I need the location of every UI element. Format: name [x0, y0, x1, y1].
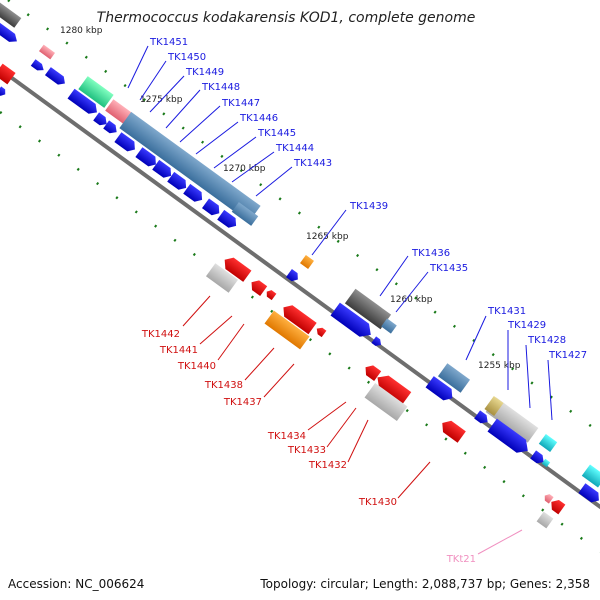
- gene-blue-9: [152, 159, 172, 178]
- gene-blue-10: [167, 171, 187, 190]
- gene-blue-18: [474, 410, 488, 424]
- gene-label-tk1440[interactable]: TK1440: [177, 361, 216, 372]
- gene-blue-20: [530, 450, 544, 464]
- gene-dark-gray-1: [0, 0, 22, 28]
- gene-red-2: [224, 257, 252, 282]
- gene-orange-small: [300, 255, 314, 269]
- gene-label-tk1428[interactable]: TK1428: [527, 335, 566, 346]
- gene-red-1: [0, 63, 16, 85]
- forward-gene-labels: TK1451 TK1450 TK1449 TK1448 TK1447 TK144…: [149, 37, 587, 361]
- gene-label-tk1443[interactable]: TK1443: [293, 158, 332, 169]
- gene-green-1: [78, 76, 114, 108]
- gene-label-tk1446[interactable]: TK1446: [239, 113, 278, 124]
- kbp-label-1280: 1280 kbp: [60, 26, 103, 36]
- gene-label-tk1434[interactable]: TK1434: [267, 431, 306, 442]
- accession-text: Accession: NC_006624: [8, 577, 145, 591]
- gene-blue-1: [0, 18, 17, 42]
- gene-pink-1: [38, 44, 56, 60]
- gene-red-10: [551, 499, 566, 515]
- gene-gray-2: [364, 382, 408, 422]
- kbp-label-1260: 1260 kbp: [390, 295, 433, 305]
- gene-label-tk1438[interactable]: TK1438: [204, 380, 243, 391]
- gene-blue-6: [103, 120, 117, 134]
- gene-label-tk1427[interactable]: TK1427: [548, 350, 587, 361]
- gene-label-tk1437[interactable]: TK1437: [223, 397, 262, 408]
- genome-summary-text: Topology: circular; Length: 2,088,737 bp…: [260, 577, 590, 591]
- gene-blue-2: [30, 59, 44, 71]
- gene-gray-1: [205, 263, 239, 293]
- gene-red-4: [266, 290, 277, 301]
- gene-label-tk1450[interactable]: TK1450: [167, 52, 206, 63]
- gene-label-tk1441[interactable]: TK1441: [159, 345, 198, 356]
- gene-red-8: [377, 375, 412, 406]
- reverse-gene-labels: TK1442 TK1441 TK1440 TK1438 TK1437 TK143…: [141, 329, 476, 565]
- gene-label-tk1451[interactable]: TK1451: [149, 37, 188, 48]
- gene-blue-3: [44, 67, 65, 85]
- gene-red-9: [442, 420, 466, 443]
- gene-label-tk1431[interactable]: TK1431: [487, 306, 526, 317]
- gene-label-tk1444[interactable]: TK1444: [275, 143, 314, 154]
- gene-olive-1: [484, 396, 504, 416]
- gene-label-tk1433[interactable]: TK1433: [287, 445, 326, 456]
- gene-blue-16: [371, 336, 382, 346]
- gene-blue-5: [93, 112, 107, 126]
- gene-pink-2: [105, 99, 133, 125]
- gene-label-tk1432[interactable]: TK1432: [308, 460, 347, 471]
- gene-label-tk1436[interactable]: TK1436: [411, 248, 450, 259]
- gene-orange-big: [264, 310, 310, 350]
- gene-steel-big: [119, 111, 261, 223]
- gene-label-tk1430[interactable]: TK1430: [358, 497, 397, 508]
- gene-blue-12: [202, 198, 220, 216]
- gene-blue-14: [286, 269, 298, 282]
- gene-blue-11: [183, 183, 203, 202]
- gene-label-tk1448[interactable]: TK1448: [201, 82, 240, 93]
- leader-lines: [127, 45, 553, 555]
- reverse-gene-features: [0, 63, 566, 529]
- gene-cyan-3: [581, 464, 600, 488]
- outer-tick-track: [7, 0, 600, 435]
- gene-blue-17: [425, 376, 453, 401]
- gene-label-tkt21[interactable]: TKt21: [446, 554, 476, 565]
- gene-blue-15: [330, 302, 371, 337]
- gene-label-tk1442[interactable]: TK1442: [141, 329, 180, 340]
- forward-gene-features: [0, 0, 600, 503]
- gene-label-tk1435[interactable]: TK1435: [429, 263, 468, 274]
- gene-cyan-1: [538, 434, 558, 452]
- gene-blue-22: [0, 86, 6, 96]
- gene-blue-4: [67, 88, 97, 114]
- gene-red-3: [251, 280, 268, 296]
- gene-pink-trna: [544, 494, 554, 504]
- gene-red-7: [365, 365, 382, 381]
- gene-blue-7: [114, 132, 135, 152]
- gene-steel-small: [231, 202, 259, 226]
- kbp-label-1265: 1265 kbp: [306, 232, 349, 242]
- gene-red-5: [283, 305, 317, 335]
- gene-label-tk1429[interactable]: TK1429: [507, 320, 546, 331]
- gene-label-tk1447[interactable]: TK1447: [221, 98, 260, 109]
- gene-steel-3: [381, 318, 397, 334]
- kbp-label-1270: 1270 kbp: [223, 164, 266, 174]
- gene-steel-4: [437, 363, 471, 393]
- gene-blue-8: [135, 147, 156, 167]
- gene-label-tk1445[interactable]: TK1445: [257, 128, 296, 139]
- gene-cyan-2: [541, 458, 551, 468]
- gene-label-tk1449[interactable]: TK1449: [185, 67, 224, 78]
- gene-red-6: [316, 327, 327, 338]
- kbp-label-1255: 1255 kbp: [478, 361, 521, 371]
- map-title: Thermococcus kodakarensis KOD1, complete…: [97, 10, 476, 26]
- gene-label-tk1439[interactable]: TK1439: [349, 201, 388, 212]
- gene-blue-13: [217, 209, 237, 228]
- gene-gray-3: [536, 511, 554, 529]
- gene-dark-gray-2: [344, 288, 392, 330]
- gene-blue-21: [578, 483, 599, 503]
- gene-blue-19: [487, 418, 528, 453]
